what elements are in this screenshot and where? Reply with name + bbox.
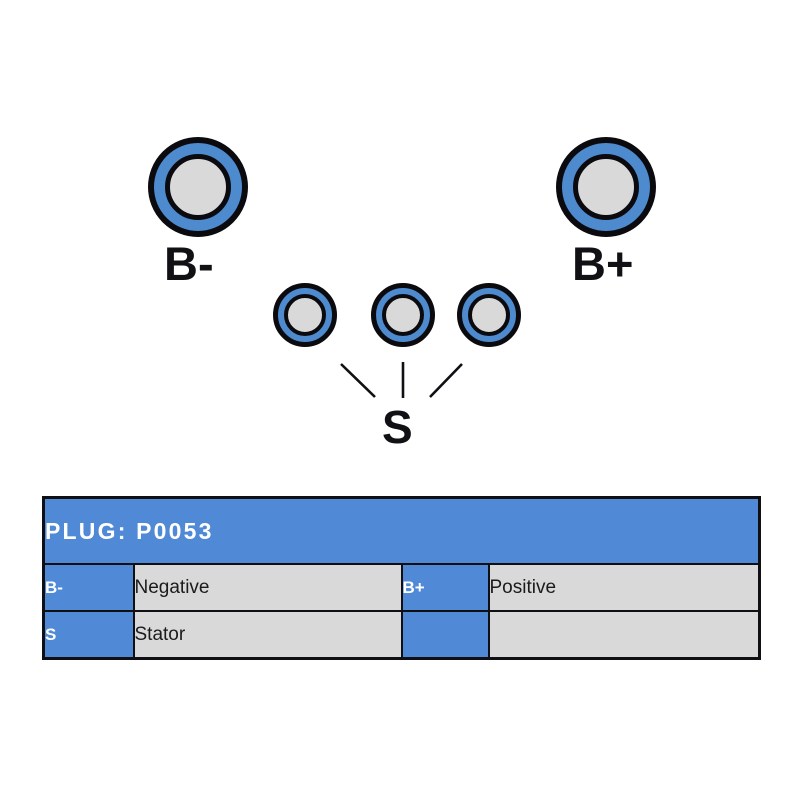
table-row: S Stator: [42, 610, 761, 660]
terminal-s-2[interactable]: [371, 283, 435, 347]
leader-line-right: [429, 363, 463, 398]
terminal-b-plus[interactable]: [556, 137, 656, 237]
label-b-minus: B-: [164, 237, 214, 290]
terminal-s-1-core: [284, 294, 326, 336]
cell-pin-s: S: [42, 610, 135, 660]
plug-header-cell: PLUG: P0053: [42, 496, 761, 565]
terminal-s-3[interactable]: [457, 283, 521, 347]
terminal-s-3-core: [468, 294, 510, 336]
cell-desc-stator: Stator: [132, 610, 403, 660]
cell-pin-b-plus: B+: [400, 563, 490, 612]
terminal-b-minus[interactable]: [148, 137, 248, 237]
cell-pin-b-minus: B-: [42, 563, 135, 612]
cell-desc-positive: Positive: [487, 563, 761, 612]
cell-pin-empty: [400, 610, 490, 660]
plug-pinout-table: PLUG: P0053 B- Negative B+ Positive S St…: [42, 496, 762, 660]
label-s: S: [382, 401, 413, 453]
cell-desc-empty: [487, 610, 761, 660]
leader-line-left: [340, 363, 376, 398]
table-row: B- Negative B+ Positive: [42, 563, 761, 612]
terminal-s-2-core: [382, 294, 424, 336]
terminal-b-plus-core: [573, 154, 639, 220]
table-header-row: PLUG: P0053: [42, 496, 761, 565]
cell-desc-negative: Negative: [132, 563, 403, 612]
terminal-s-1[interactable]: [273, 283, 337, 347]
label-b-plus: B+: [572, 237, 634, 290]
terminal-b-minus-core: [165, 154, 231, 220]
